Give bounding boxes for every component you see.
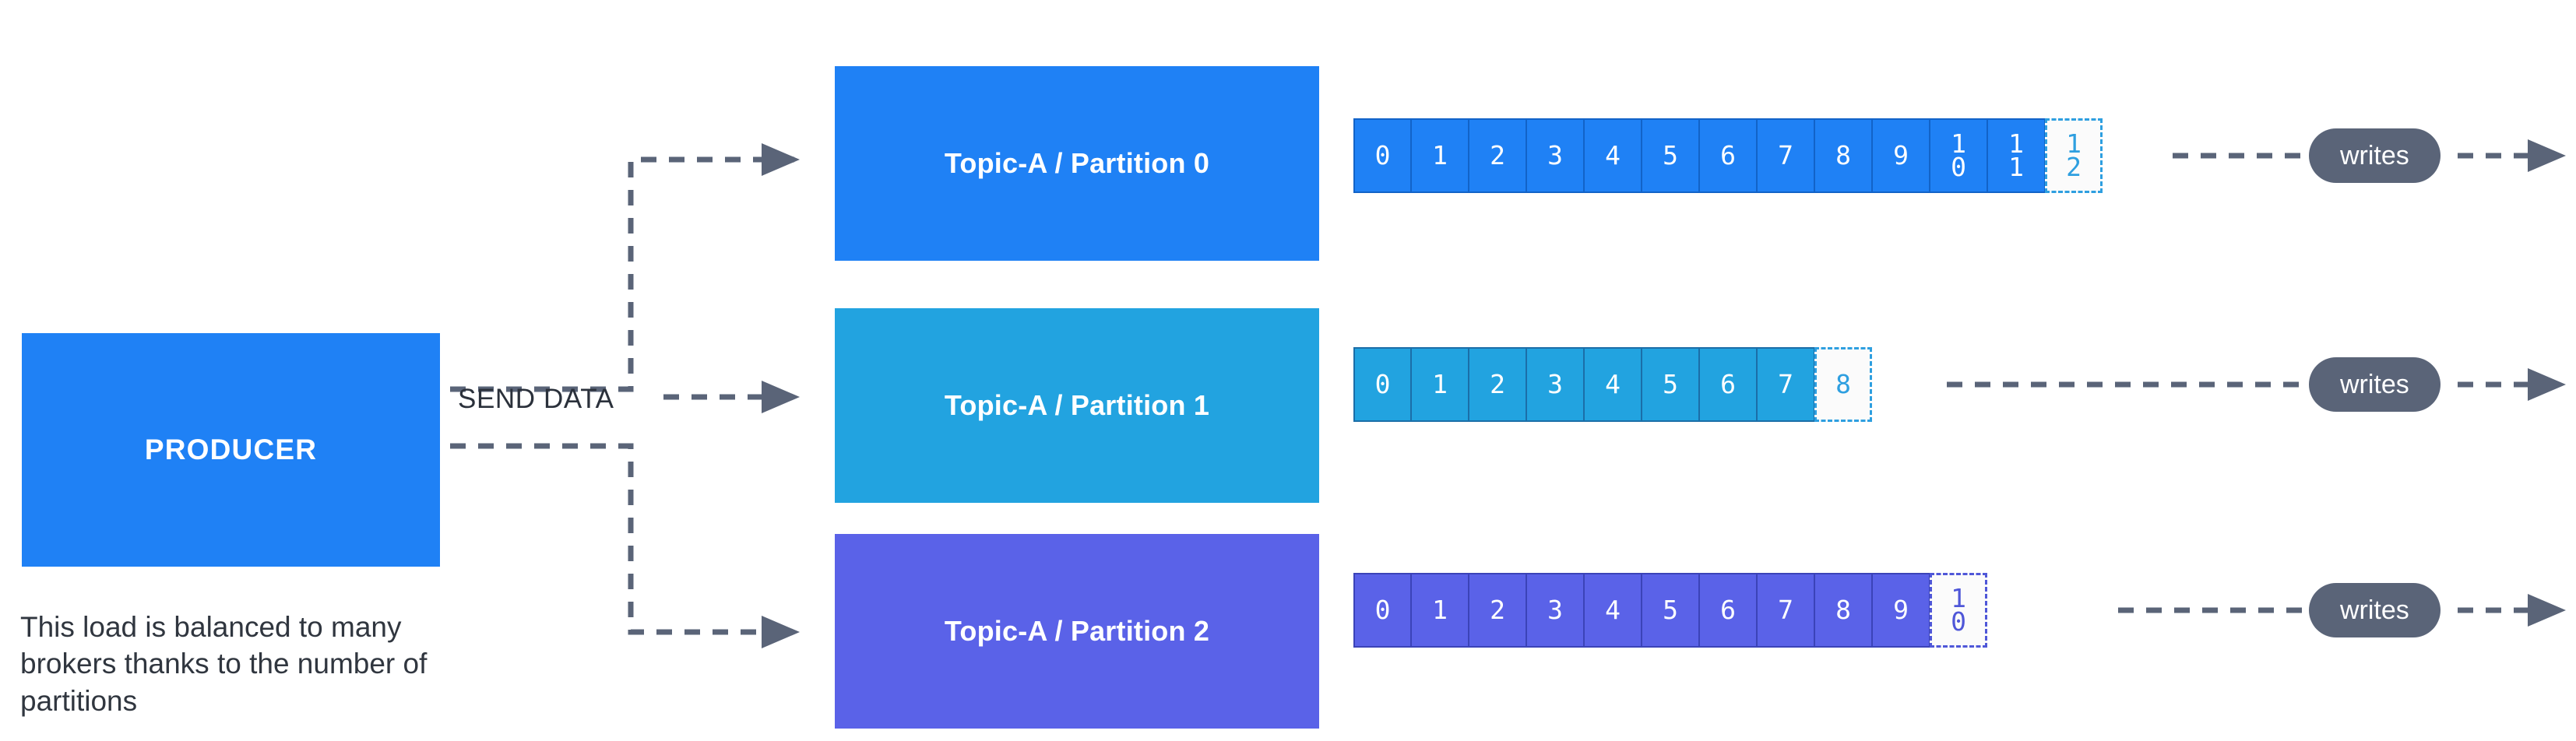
offset-cell: 0 bbox=[1353, 118, 1411, 193]
partition-label-2: Topic-A / Partition 2 bbox=[944, 615, 1210, 647]
producer-box[interactable]: PRODUCER bbox=[22, 333, 440, 567]
partition-box-2[interactable]: Topic-A / Partition 2 bbox=[835, 534, 1319, 729]
producer-label: PRODUCER bbox=[144, 433, 318, 465]
offset-cell: 4 bbox=[1584, 347, 1642, 422]
offset-cell: 5 bbox=[1642, 347, 1699, 422]
offset-cell: 1 1 bbox=[1987, 118, 2045, 193]
offset-cell: 9 bbox=[1872, 573, 1930, 648]
offset-cell: 9 bbox=[1872, 118, 1930, 193]
partition-box-0[interactable]: Topic-A / Partition 0 bbox=[835, 66, 1319, 261]
partition-box-1[interactable]: Topic-A / Partition 1 bbox=[835, 308, 1319, 503]
offset-cell: 6 bbox=[1699, 573, 1757, 648]
offset-cell: 0 bbox=[1353, 347, 1411, 422]
offset-cell: 2 bbox=[1469, 347, 1526, 422]
writes-pill-0: writes bbox=[2309, 128, 2441, 183]
offset-cell: 4 bbox=[1584, 118, 1642, 193]
offset-cell: 1 bbox=[1411, 573, 1469, 648]
load-balance-caption: This load is balanced to many brokers th… bbox=[20, 611, 428, 717]
arrow-producer-to-partition-2 bbox=[450, 443, 800, 648]
offset-cell: 3 bbox=[1526, 347, 1584, 422]
offset-cell: 3 bbox=[1526, 118, 1584, 193]
partition-label-0: Topic-A / Partition 0 bbox=[944, 147, 1210, 179]
offset-cell: 7 bbox=[1757, 118, 1814, 193]
partition-label-1: Topic-A / Partition 1 bbox=[944, 389, 1210, 421]
offset-cell: 5 bbox=[1642, 118, 1699, 193]
arrow-producer-to-partition-0 bbox=[450, 143, 800, 392]
offset-cell-next: 1 2 bbox=[2045, 118, 2103, 193]
offset-cell: 1 0 bbox=[1930, 118, 1987, 193]
offset-cell: 1 bbox=[1411, 347, 1469, 422]
offset-cell: 1 bbox=[1411, 118, 1469, 193]
offset-cell-next: 8 bbox=[1814, 347, 1872, 422]
offset-cell: 3 bbox=[1526, 573, 1584, 648]
offset-cell: 5 bbox=[1642, 573, 1699, 648]
offset-cell: 8 bbox=[1814, 118, 1872, 193]
offset-cell: 6 bbox=[1699, 347, 1757, 422]
offset-cell-next: 1 0 bbox=[1930, 573, 1987, 648]
writes-pill-2: writes bbox=[2309, 583, 2441, 637]
writes-pill-1: writes bbox=[2309, 357, 2441, 412]
offset-cell: 2 bbox=[1469, 573, 1526, 648]
offset-cell: 8 bbox=[1814, 573, 1872, 648]
offset-cell: 0 bbox=[1353, 573, 1411, 648]
offset-cell: 7 bbox=[1757, 573, 1814, 648]
offset-cell: 7 bbox=[1757, 347, 1814, 422]
offset-cell: 2 bbox=[1469, 118, 1526, 193]
offset-cell: 4 bbox=[1584, 573, 1642, 648]
offset-cell: 6 bbox=[1699, 118, 1757, 193]
send-data-label: SEND DATA bbox=[458, 384, 614, 414]
